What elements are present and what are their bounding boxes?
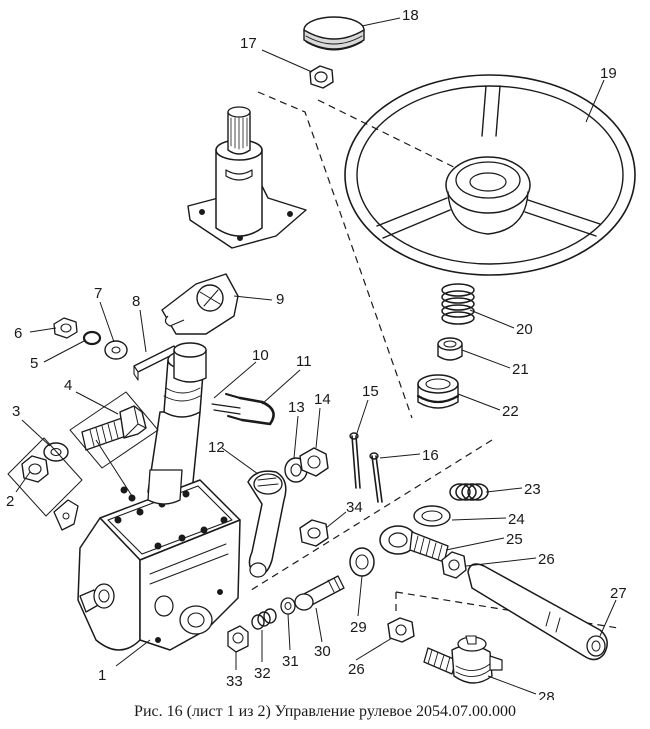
part-numbers: 1 2 3 4 5 6 7 8 9 10 11 12 13 14 15 16 1…: [6, 7, 627, 700]
part-spring-32: [251, 608, 277, 630]
label-3: 3: [12, 403, 20, 420]
dashed-assembly-line-column: [257, 91, 413, 419]
label-25: 25: [506, 531, 523, 548]
label-18: 18: [402, 7, 419, 24]
part-pitman-arm: [247, 470, 287, 578]
part-bolt-4: [81, 405, 147, 451]
label-12: 12: [208, 439, 225, 456]
label-22: 22: [502, 403, 519, 420]
part-ball-joint: [423, 635, 503, 684]
label-26: 26: [538, 551, 555, 568]
label-15: 15: [362, 383, 379, 400]
part-bracket: [161, 273, 239, 335]
label-27: 27: [610, 585, 627, 602]
exploded-view-drawing: 1 2 3 4 5 6 7 8 9 10 11 12 13 14 15 16 1…: [6, 7, 636, 700]
part-bearing: [416, 374, 460, 409]
part-bushing-21: [437, 337, 463, 361]
group-bracket-2-3: [7, 437, 83, 517]
part-column-upper: [187, 106, 307, 249]
part-spring: [441, 283, 475, 325]
label-28: 28: [538, 689, 555, 700]
label-24: 24: [508, 511, 525, 528]
group-bracket-4: [69, 391, 159, 469]
part-nut-26-lower: [387, 617, 415, 643]
label-19: 19: [600, 65, 617, 82]
part-lock-washer-5: [82, 330, 102, 346]
label-23: 23: [524, 481, 541, 498]
dashed-assembly-line-nut: [317, 99, 481, 181]
part-cotter-pin-16: [369, 452, 383, 503]
part-nut-6: [53, 317, 78, 339]
label-33: 33: [226, 673, 243, 690]
part-cotter-pin-15: [349, 432, 361, 489]
part-washer-31: [280, 597, 296, 615]
label-16: 16: [422, 447, 439, 464]
label-14: 14: [314, 391, 331, 408]
label-20: 20: [516, 321, 533, 338]
part-washer-7: [104, 340, 128, 360]
part-wheel-nut: [309, 65, 334, 89]
part-ring-24: [413, 505, 451, 527]
part-tie-rod-end-25: [379, 525, 449, 563]
leader-lines: [15, 17, 617, 695]
label-32: 32: [254, 665, 271, 682]
part-nut-2: [21, 455, 49, 483]
label-17: 17: [240, 35, 257, 52]
label-8: 8: [132, 293, 140, 310]
label-31: 31: [282, 653, 299, 670]
part-ring-29: [349, 547, 375, 577]
label-11: 11: [296, 353, 312, 370]
label-1: 1: [98, 667, 106, 684]
label-26-lower: 26: [348, 661, 365, 678]
part-nut-26-upper: [441, 551, 467, 579]
part-steering-gear: [53, 469, 241, 651]
label-34: 34: [346, 499, 363, 516]
label-5: 5: [30, 355, 38, 372]
part-nut-34: [299, 519, 329, 547]
part-nut-14: [299, 447, 329, 477]
label-6: 6: [14, 325, 22, 342]
label-30: 30: [314, 643, 331, 660]
label-7: 7: [94, 285, 102, 302]
label-2: 2: [6, 493, 14, 510]
label-9: 9: [276, 291, 284, 308]
part-plug-33: [227, 625, 249, 653]
part-u-bolt: [225, 393, 275, 426]
part-cap: [303, 16, 365, 51]
label-21: 21: [512, 361, 529, 378]
label-4: 4: [64, 377, 72, 394]
label-10: 10: [252, 347, 269, 364]
part-spring-23: [449, 483, 489, 501]
part-steering-wheel: [344, 74, 636, 276]
label-29: 29: [350, 619, 367, 636]
label-13: 13: [288, 399, 305, 416]
figure-caption: Рис. 16 (лист 1 из 2) Управление рулевое…: [134, 703, 516, 720]
part-pin-30: [294, 575, 345, 611]
part-tie-rod: [467, 563, 608, 661]
